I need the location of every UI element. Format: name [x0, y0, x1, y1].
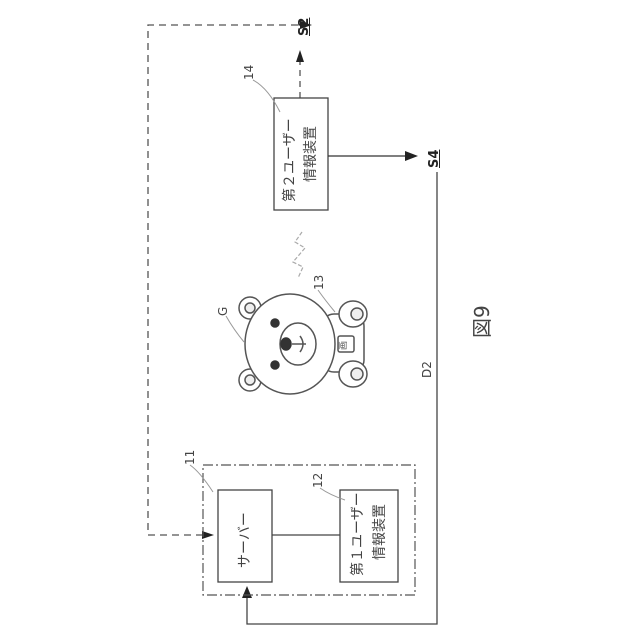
- server-bottom-arrowhead: [242, 586, 252, 598]
- ref-12: 12: [312, 473, 324, 488]
- toy-badge-label: 画: [340, 341, 349, 350]
- second-device-label-line1: 第２ユーザー: [283, 118, 297, 202]
- first-device-label-line1: 第１ユーザー: [351, 492, 365, 576]
- leader-11: [190, 465, 213, 492]
- figure-label: 図9: [472, 305, 492, 338]
- ref-11: 11: [184, 450, 196, 465]
- s4-arrowhead: [405, 151, 418, 161]
- second-device-label-line2: 情報装置: [304, 126, 318, 182]
- dashed-link-server-to-s2: [148, 25, 300, 535]
- wireless-signal-icon: [293, 232, 305, 278]
- step-label-s2: S2: [298, 18, 311, 36]
- device2-up-arrowhead: [296, 50, 304, 62]
- ref-14: 14: [243, 65, 255, 80]
- server-in-arrowhead: [202, 531, 214, 539]
- step-label-s4: S4: [428, 150, 441, 168]
- d2-link: [247, 172, 437, 624]
- leader-14: [253, 80, 280, 112]
- leader-g: [226, 316, 244, 342]
- first-device-label-line2: 情報装置: [373, 504, 387, 560]
- server-label: サーバー: [238, 512, 252, 568]
- ref-13: 13: [313, 275, 325, 290]
- ref-d2: D2: [421, 361, 433, 378]
- first-user-device-box: [340, 490, 398, 582]
- ref-g: G: [217, 307, 229, 316]
